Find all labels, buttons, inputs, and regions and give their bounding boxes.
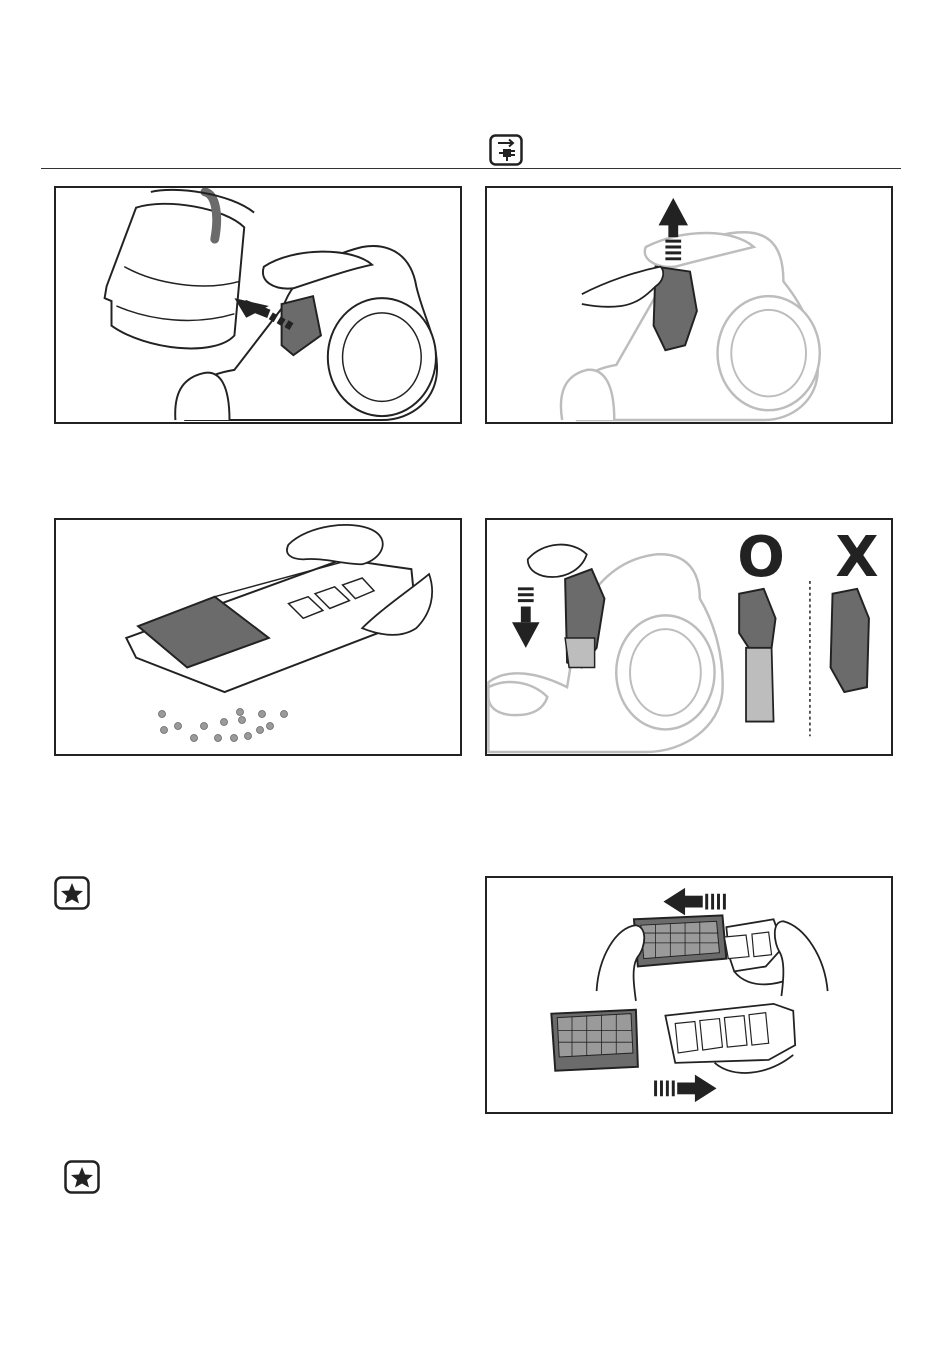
illustration-reinsert-filter: O X <box>485 518 893 756</box>
illustration-replace-exhaust-filter <box>485 876 893 1114</box>
star-icon <box>64 1160 100 1194</box>
illustration-remove-dust-container <box>54 186 462 424</box>
illustration-lift-filter-out <box>485 186 893 424</box>
unplug-icon <box>489 134 523 166</box>
illustration-tap-filter-clean <box>54 518 462 756</box>
dust-particles-icon <box>156 700 296 744</box>
header-divider <box>41 168 901 169</box>
correct-mark: O <box>731 530 791 586</box>
incorrect-mark: X <box>827 530 887 586</box>
star-icon <box>54 876 90 910</box>
